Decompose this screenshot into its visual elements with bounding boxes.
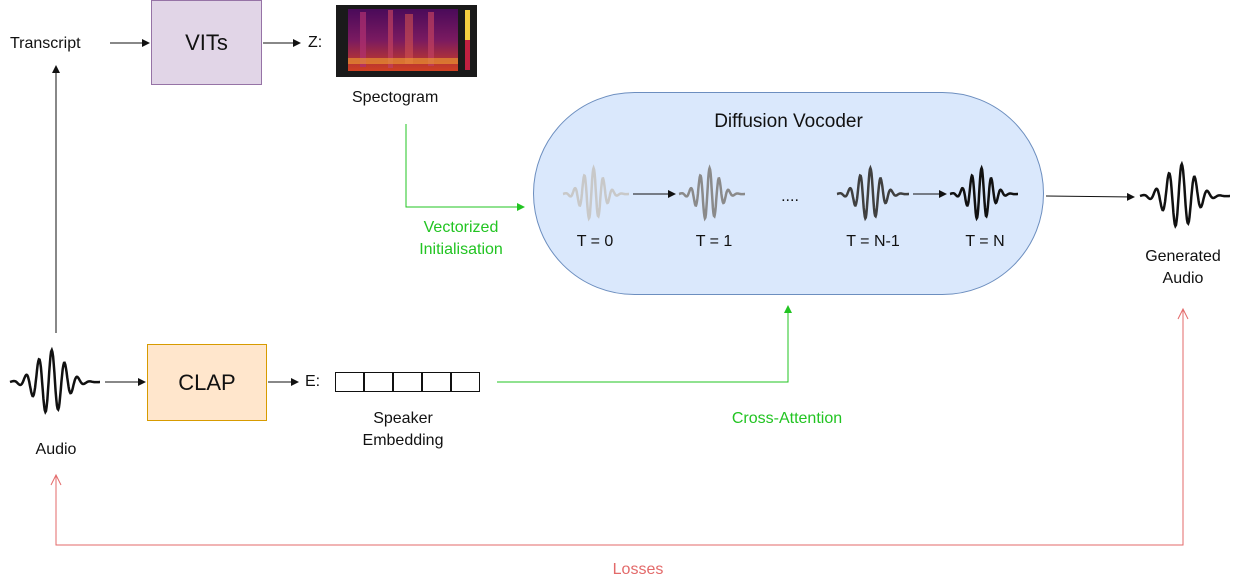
losses-loop	[55, 310, 1184, 546]
z-label: Z:	[308, 34, 323, 51]
generated-audio-waveform-icon	[1139, 160, 1230, 229]
step-label-t1: T = 1	[695, 233, 733, 250]
spectrogram-image	[336, 5, 477, 77]
embedding-cell	[335, 372, 364, 392]
losses-label: Losses	[612, 561, 664, 578]
embedding-cell	[422, 372, 451, 392]
step-ellipsis: ....	[781, 188, 799, 205]
input-audio-waveform-icon	[9, 346, 100, 415]
step-tn-waveform-icon	[949, 164, 1018, 222]
step-label-t0: T = 0	[576, 233, 614, 250]
step-t1-waveform-icon	[678, 164, 745, 222]
step-t0-waveform-icon	[562, 164, 629, 222]
cross-attention-label: Cross-Attention	[731, 410, 843, 427]
arrow-vocoder-output	[1045, 192, 1135, 201]
e-label: E:	[305, 373, 321, 390]
vits-box: VITs	[151, 0, 262, 85]
spectogram-label: Spectogram	[352, 89, 439, 106]
audio-label: Audio	[35, 441, 77, 458]
clap-box: CLAP	[147, 344, 267, 421]
step-label-tn1: T = N-1	[846, 233, 900, 250]
embedding-cell	[451, 372, 480, 392]
embedding-cell	[364, 372, 393, 392]
arrow-vectorized-init	[405, 124, 525, 211]
step-tn1-waveform-icon	[836, 164, 909, 222]
embedding-cell	[393, 372, 422, 392]
vocoder-title: Diffusion Vocoder	[714, 111, 863, 132]
step-label-tn: T = N	[965, 233, 1005, 250]
transcript-label: Transcript	[10, 35, 81, 52]
arrow-cross-attention	[497, 305, 792, 383]
